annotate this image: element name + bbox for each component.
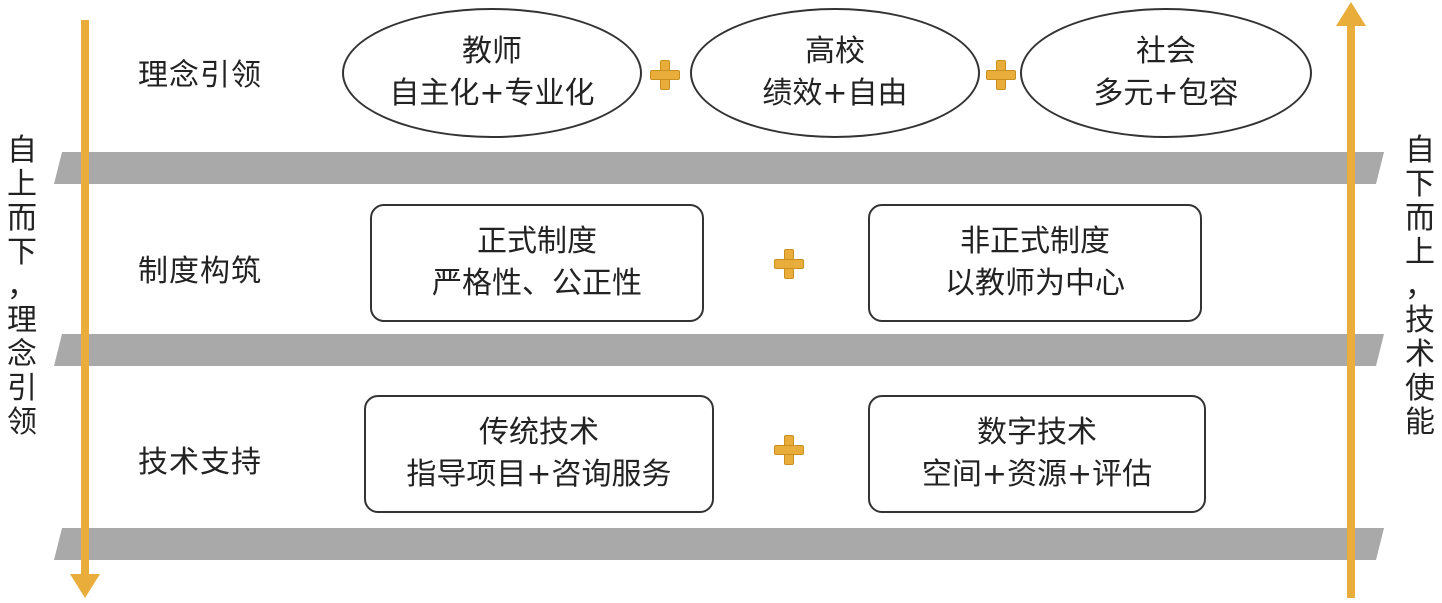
right-axis-char: 自 — [1405, 133, 1435, 168]
left-axis-char: ， — [7, 269, 37, 304]
right-axis-char: 术 — [1405, 337, 1435, 372]
left-axis-char: 下 — [7, 235, 37, 270]
concept-teacher-title: 教师 — [462, 34, 522, 69]
row-label-technology: 技术支持 — [138, 445, 262, 480]
left-axis-char: 而 — [7, 201, 37, 236]
right-axis-label: 自下而上，技术使能 — [1398, 134, 1442, 440]
right-axis-char: 技 — [1405, 303, 1435, 338]
right-axis-char: 而 — [1405, 201, 1435, 236]
concept-university-subtitle: 绩效+自由 — [762, 76, 908, 111]
right-axis-char: 下 — [1405, 167, 1435, 202]
right-axis-char: ， — [1405, 269, 1435, 304]
left-axis-char: 上 — [7, 167, 37, 202]
institution-informal-subtitle: 以教师为中心 — [945, 266, 1125, 301]
concept-university-title: 高校 — [805, 34, 865, 69]
institution-informal-box: 非正式制度 以教师为中心 — [868, 204, 1202, 322]
right-axis-char: 上 — [1405, 235, 1435, 270]
plus-icon — [774, 249, 804, 279]
plus-icon — [650, 60, 680, 90]
technology-digital-box: 数字技术 空间+资源+评估 — [868, 395, 1206, 513]
concept-society-subtitle: 多元+包容 — [1093, 76, 1239, 111]
technology-traditional-subtitle: 指导项目+咨询服务 — [406, 457, 672, 492]
left-axis-char: 引 — [7, 371, 37, 406]
plus-icon — [774, 435, 804, 465]
institution-informal-title: 非正式制度 — [960, 224, 1110, 259]
concept-teacher-ellipse: 教师 自主化+专业化 — [342, 8, 642, 138]
institution-formal-box: 正式制度 严格性、公正性 — [370, 204, 704, 322]
separator-band-1 — [54, 152, 1384, 184]
technology-traditional-box: 传统技术 指导项目+咨询服务 — [364, 395, 714, 513]
left-axis-char: 领 — [7, 405, 37, 440]
separator-band-2 — [54, 334, 1384, 366]
row-label-concept: 理念引领 — [138, 58, 262, 93]
plus-icon — [986, 60, 1016, 90]
concept-teacher-subtitle: 自主化+专业化 — [389, 76, 595, 111]
arrow-up-icon — [1336, 2, 1366, 598]
concept-society-title: 社会 — [1136, 34, 1196, 69]
right-axis-char: 使 — [1405, 371, 1435, 406]
left-axis-char: 念 — [7, 337, 37, 372]
technology-digital-title: 数字技术 — [977, 415, 1097, 450]
left-axis-char: 理 — [7, 303, 37, 338]
institution-formal-title: 正式制度 — [477, 224, 597, 259]
left-axis-char: 自 — [7, 133, 37, 168]
right-axis-char: 能 — [1405, 405, 1435, 440]
arrow-down-icon — [70, 20, 100, 598]
concept-society-ellipse: 社会 多元+包容 — [1020, 8, 1312, 138]
institution-formal-subtitle: 严格性、公正性 — [432, 266, 642, 301]
technology-traditional-title: 传统技术 — [479, 415, 599, 450]
row-label-institution: 制度构筑 — [138, 254, 262, 289]
technology-digital-subtitle: 空间+资源+评估 — [921, 457, 1153, 492]
separator-band-3 — [54, 528, 1384, 560]
left-axis-label: 自上而下，理念引领 — [0, 134, 44, 440]
concept-university-ellipse: 高校 绩效+自由 — [690, 8, 980, 138]
